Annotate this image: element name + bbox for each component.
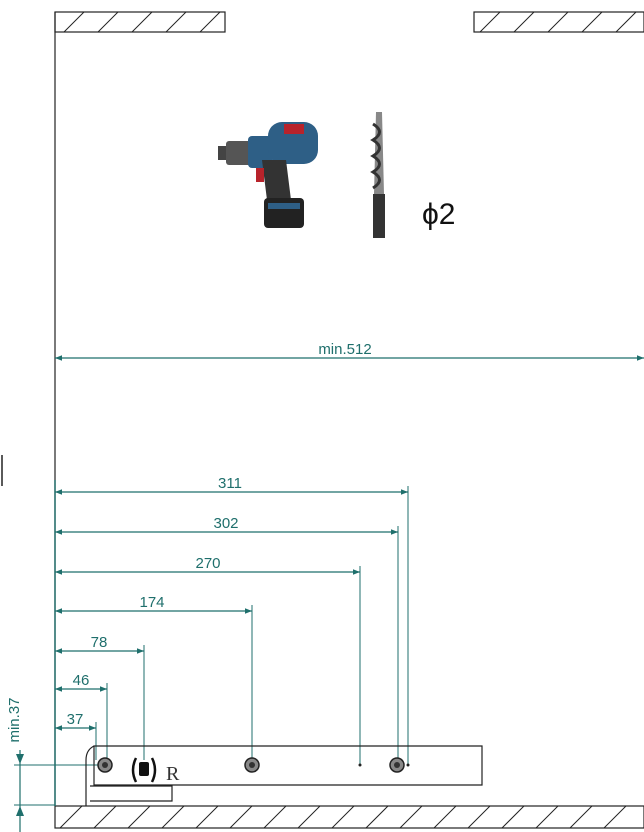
side-clearance-dimension: min.37 [6,697,100,832]
certification-mark-icon [131,757,157,783]
screw-icon [244,757,260,773]
dimension-label-174: 174 [139,594,164,611]
bit-diameter-label: ϕ2 [422,198,456,231]
drawer-runner [85,745,483,806]
dimension-311: 311 [55,475,409,765]
dimension-37: 37 [55,711,97,760]
dimension-46: 46 [55,672,108,760]
dimension-label-270: 270 [195,555,220,572]
hatching [59,11,637,829]
top-right-hatch-panel [473,11,644,33]
drill-bit-icon [370,112,385,238]
dimension-78: 78 [55,634,145,760]
cordless-drill-icon [218,122,318,228]
overall-width-label: min.512 [318,341,371,358]
dimension-270: 270 [55,555,361,765]
dimension-label-46: 46 [73,672,90,689]
screw-icon [97,757,113,773]
cabinet-outline [54,11,644,829]
hole-mark [406,763,410,767]
screw-icon [389,757,405,773]
registered-mark: R [166,763,180,785]
dimension-label-302: 302 [213,515,238,532]
dimension-302: 302 [55,515,399,765]
dimension-label-78: 78 [91,634,108,651]
bottom-hatch-panel [54,805,644,829]
dimension-174: 174 [55,594,253,760]
side-clearance-label: min.37 [6,697,23,742]
dimension-label-311: 311 [218,475,242,492]
dimension-label-37: 37 [67,711,84,728]
hole-mark [358,763,362,767]
